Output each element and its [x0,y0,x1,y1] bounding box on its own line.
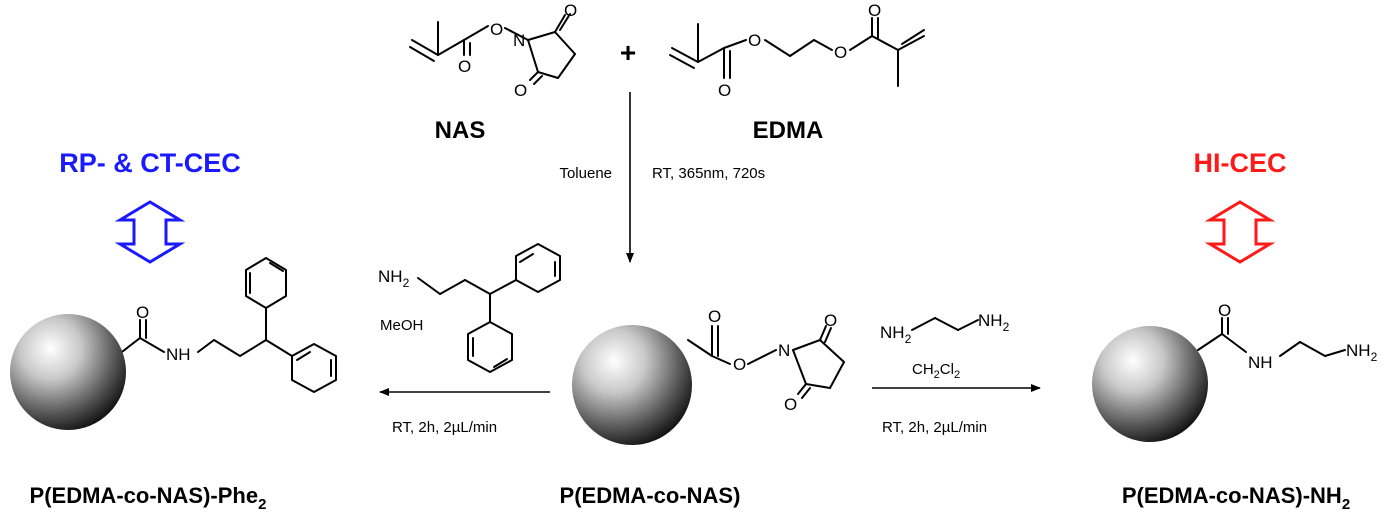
edma-atom-o-4: O [868,1,881,20]
right-product-name: P(EDMA-co-NAS)-NH2 [1122,483,1350,513]
polymerization-conditions: RT, 365nm, 720s [652,165,765,182]
nh2-ligand-atom-nh: NH [1248,353,1273,372]
plus-sign: + [620,37,636,68]
nas-label: NAS [435,117,486,144]
right-reagent-amine-a: NH2 [880,323,912,346]
right-reagent-solvent: CH2Cl2 [912,361,960,381]
phe2-atom-nh: NH [166,345,191,364]
aminoethyl-ligand-structure [1197,317,1346,357]
edma-label: EDMA [753,117,824,144]
left-product-name: P(EDMA-co-NAS)-Phe2 [30,483,267,513]
nas-atom-o-bottom: O [514,81,527,100]
edma-atom-o-1: O [748,31,761,50]
polymer-bead-center [572,325,692,445]
left-mode-label: RP- & CT-CEC [59,148,241,178]
right-mode-double-arrow [1204,200,1276,264]
nas-structure [409,13,576,85]
center-atom-n: N [778,341,790,360]
right-reaction-conditions: RT, 2h, 2µL/min [882,419,987,436]
ethylenediamine-reagent-structure [911,317,979,331]
center-atom-o-bottom: O [784,395,797,414]
left-reagent-solvent: MeOH [380,317,423,334]
phe2-atom-o: O [136,303,149,322]
nas-atom-o-ester: O [490,20,503,39]
polymer-bead-right [1092,326,1208,442]
center-product-name: P(EDMA-co-NAS) [560,483,741,508]
polymerization-solvent: Toluene [559,165,612,182]
polymer-bead-left [10,314,126,430]
center-atom-o-top: O [824,311,837,330]
right-reagent-amine-b: NH2 [978,311,1010,334]
nas-atom-o-carbonyl: O [458,57,471,76]
nh2-ligand-atom-o: O [1218,301,1231,320]
left-reagent-amine: NH2 [378,267,410,290]
nas-atom-n: N [513,31,525,50]
left-mode-double-arrow [114,200,186,264]
left-reaction-conditions: RT, 2h, 2µL/min [392,419,497,436]
edma-structure [669,17,925,87]
center-atom-o-ester: O [733,355,746,374]
phenylpropylamine-reagent-structure [417,243,561,373]
center-atom-o-carbonyl: O [708,307,721,326]
nhs-ester-pendant-structure [687,325,845,399]
phe2-ligand-structure [117,257,337,393]
edma-atom-o-2: O [718,81,731,100]
edma-atom-o-3: O [834,43,847,62]
right-mode-label: HI-CEC [1194,148,1287,178]
nh2-ligand-atom-nh2: NH2 [1346,341,1378,364]
nas-atom-o-top: O [564,1,577,20]
